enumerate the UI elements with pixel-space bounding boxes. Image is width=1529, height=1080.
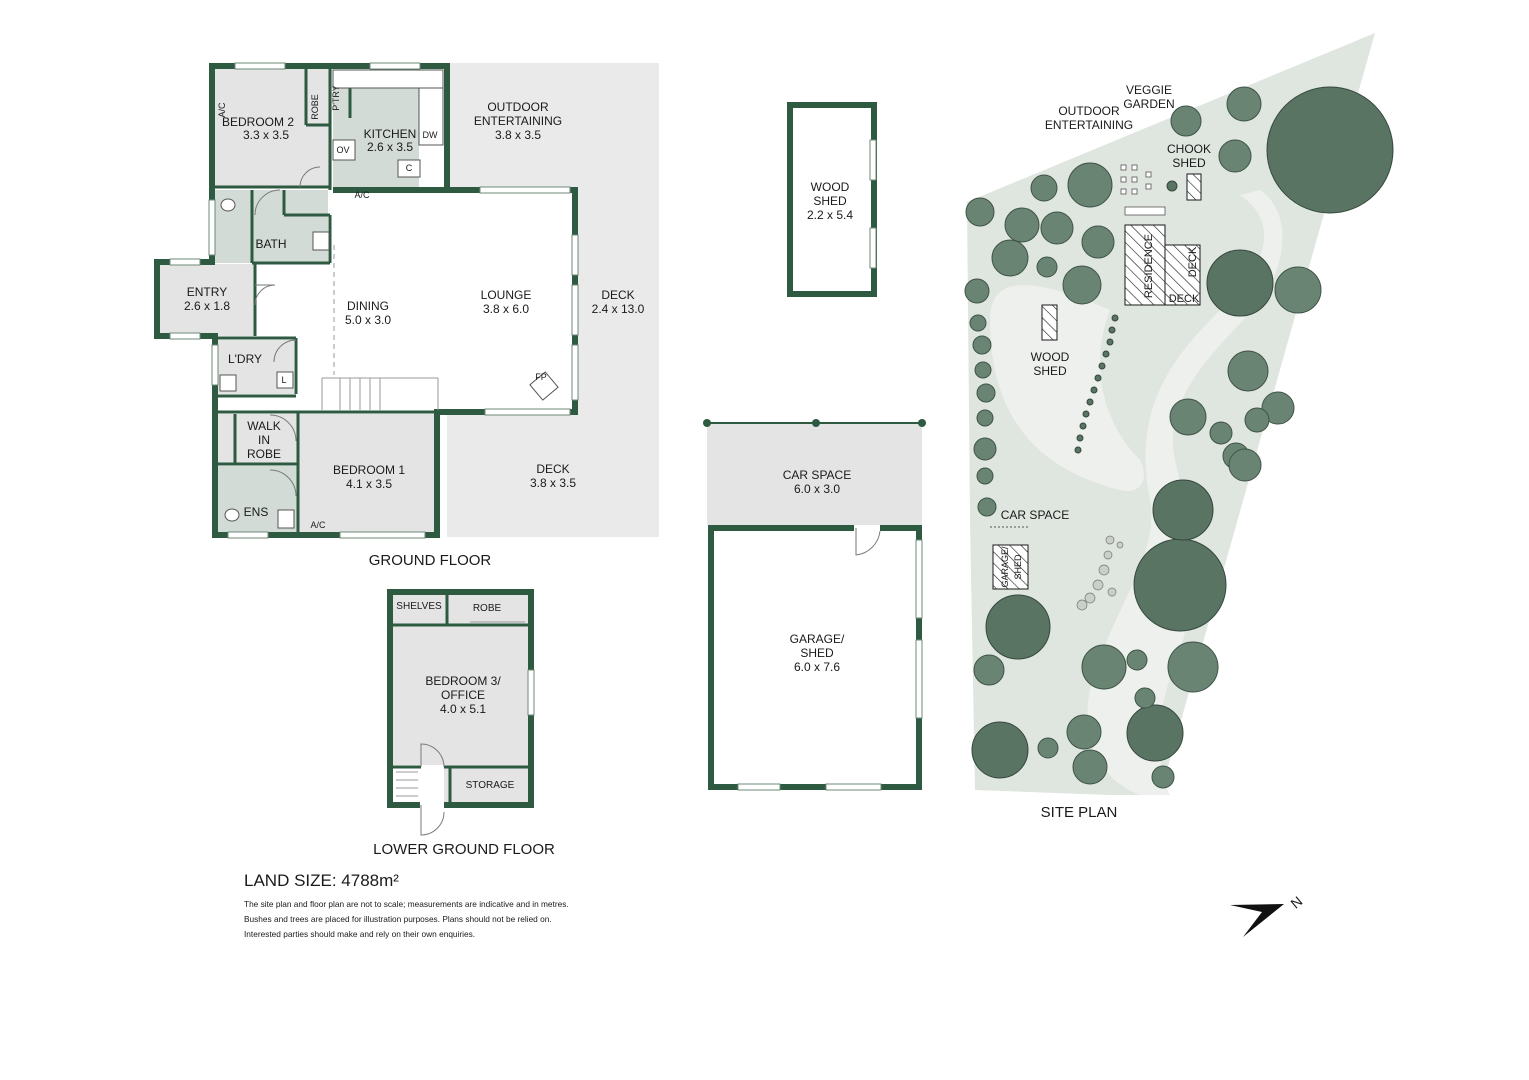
disclaimer-line: Interested parties should make and rely …: [244, 929, 476, 939]
garage-plan: CAR SPACE 6.0 x 3.0 GARAGE/ SHED 6.0 x 7…: [703, 419, 926, 791]
entry-name: ENTRY: [187, 285, 227, 299]
bedroom1-size: 4.1 x 3.5: [346, 477, 392, 491]
outdoor-entertaining-name: OUTDOOR: [487, 100, 549, 114]
wood-shed-plan: WOOD SHED 2.2 x 5.4: [787, 102, 877, 297]
ac-label: A/C: [217, 102, 227, 118]
ac-label: A/C: [310, 520, 326, 530]
linen-label: L: [281, 375, 286, 385]
bedroom3-size: 4.0 x 5.1: [440, 702, 486, 716]
walk-in-robe-name: WALK: [247, 419, 281, 433]
walk-in-robe-name: ROBE: [247, 447, 281, 461]
land-size: LAND SIZE: 4788m²: [244, 871, 399, 890]
veggie-garden-label: GARDEN: [1123, 97, 1174, 111]
car-space-size: 6.0 x 3.0: [794, 482, 840, 496]
cupboard-label: C: [406, 163, 413, 173]
kitchen-size: 2.6 x 3.5: [367, 140, 413, 154]
wood-shed-name: SHED: [813, 194, 847, 208]
lower-ground-floor-title: LOWER GROUND FLOOR: [373, 841, 555, 858]
deck-name: DECK: [536, 462, 569, 476]
disclaimer-line: Bushes and trees are placed for illustra…: [244, 914, 552, 924]
garage-shed-label: SHED: [1013, 554, 1023, 580]
bath-name: BATH: [255, 237, 286, 251]
deck-building: [1164, 244, 1201, 306]
dishwasher-label: DW: [423, 130, 438, 140]
outdoor-entertaining-name: ENTERTAINING: [474, 114, 562, 128]
kitchen-name: KITCHEN: [364, 127, 417, 141]
walk-in-robe-name: IN: [258, 433, 270, 447]
lounge-name: LOUNGE: [481, 288, 532, 302]
driveway-loop: [990, 285, 1144, 491]
wood-shed-size: 2.2 x 5.4: [807, 208, 853, 222]
north-arrow-icon: N: [1230, 893, 1305, 937]
residence-label: RESIDENCE: [1143, 234, 1155, 298]
fireplace-label: FP: [535, 372, 547, 382]
deck-size: 3.8 x 3.5: [530, 476, 576, 490]
trees: [964, 86, 1394, 789]
deck-label: DECK: [1169, 293, 1200, 305]
bedroom2-name: BEDROOM 2: [222, 115, 294, 129]
outdoor-entertaining-label: OUTDOOR: [1058, 104, 1120, 118]
deck-name: DECK: [601, 288, 634, 302]
garage-shed-label: GARAGE/: [1000, 546, 1010, 588]
garage-size: 6.0 x 7.6: [794, 660, 840, 674]
storage-label: STORAGE: [466, 780, 515, 791]
garage-shed-building: [992, 544, 1029, 590]
dining-name: DINING: [347, 299, 389, 313]
wood-shed-label: SHED: [1033, 364, 1067, 378]
garage-name: SHED: [800, 646, 834, 660]
robe-label: ROBE: [310, 94, 320, 120]
chook-shed-label: SHED: [1172, 156, 1206, 170]
bedroom1-name: BEDROOM 1: [333, 463, 405, 477]
shelves-label: SHELVES: [396, 601, 442, 612]
ground-floor-plan: A/C ROBE P'TRY OV DW C A/C A/C FP L BEDR…: [154, 62, 659, 569]
ac-label: A/C: [354, 190, 370, 200]
wood-shed-name: WOOD: [811, 180, 850, 194]
lower-ground-floor-plan: SHELVES ROBE BEDROOM 3/ OFFICE 4.0 x 5.1…: [373, 589, 555, 858]
chook-shed-label: CHOOK: [1167, 142, 1211, 156]
wood-shed-label: WOOD: [1031, 350, 1070, 364]
site-plan: RESIDENCE DECK DECK GARAGE/ SHED: [964, 33, 1394, 821]
deck-size: 2.4 x 13.0: [592, 302, 645, 316]
oven-label: OV: [336, 145, 349, 155]
garage-name: GARAGE/: [790, 632, 845, 646]
car-space-label: CAR SPACE: [1001, 508, 1069, 522]
bedroom3-name: BEDROOM 3/: [425, 674, 501, 688]
dining-size: 5.0 x 3.0: [345, 313, 391, 327]
north-label: N: [1287, 893, 1305, 912]
residence-building: [1124, 224, 1166, 306]
disclaimer: The site plan and floor plan are not to …: [244, 897, 664, 942]
ensuite-name: ENS: [244, 505, 269, 519]
robe-label: ROBE: [473, 603, 502, 614]
bedroom2-size: 3.3 x 3.5: [243, 128, 289, 142]
lounge-size: 3.8 x 6.0: [483, 302, 529, 316]
bedroom3-name: OFFICE: [441, 688, 485, 702]
outdoor-entertaining-size: 3.8 x 3.5: [495, 128, 541, 142]
veggie-garden-label: VEGGIE: [1126, 83, 1172, 97]
ground-floor-title: GROUND FLOOR: [369, 552, 492, 569]
outdoor-entertaining-label: ENTERTAINING: [1045, 118, 1133, 132]
car-space-name: CAR SPACE: [783, 468, 851, 482]
chook-shed-building: [1186, 173, 1202, 201]
wood-shed-building: [1041, 304, 1058, 341]
site-plan-title: SITE PLAN: [1041, 804, 1118, 821]
driveway: [1087, 190, 1283, 795]
pantry-label: P'TRY: [331, 85, 341, 111]
deck-label: DECK: [1187, 246, 1199, 277]
disclaimer-line: The site plan and floor plan are not to …: [244, 899, 569, 909]
laundry-name: L'DRY: [228, 352, 262, 366]
entry-size: 2.6 x 1.8: [184, 299, 230, 313]
